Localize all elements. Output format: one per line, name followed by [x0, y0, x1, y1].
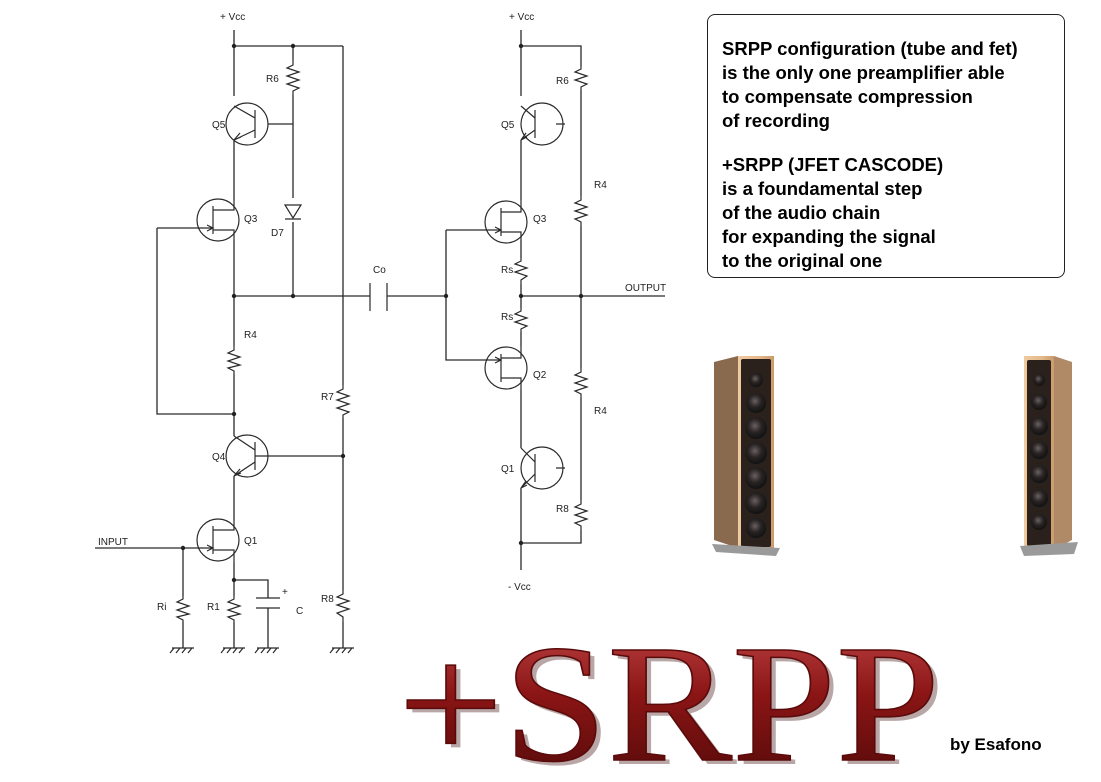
vcc-right-label: + Vcc — [509, 12, 534, 23]
label-q1-right: Q1 — [501, 464, 515, 475]
label-q5-right: Q5 — [501, 120, 515, 131]
label-q2: Q2 — [533, 370, 547, 381]
note-line: SRPP configuration (tube and fet) — [722, 38, 1018, 59]
description-box: SRPP configuration (tube and fet) is the… — [707, 14, 1065, 278]
note-line: of the audio chain — [722, 202, 881, 223]
label-r4-left: R4 — [244, 330, 257, 341]
label-co: Co — [373, 265, 386, 276]
speaker-right — [1020, 356, 1078, 556]
label-r8-right: R8 — [556, 504, 569, 515]
label-q3-right: Q3 — [533, 214, 547, 225]
label-ri: Ri — [157, 602, 166, 613]
note-line: to compensate compression — [722, 86, 973, 107]
label-d7: D7 — [271, 228, 284, 239]
speaker-left — [712, 356, 780, 556]
label-c: C — [296, 606, 303, 617]
schematic-labels: + Vcc + Vcc - Vcc INPUT OUTPUT R6 Q5 Q3 … — [98, 12, 666, 617]
label-q5-left: Q5 — [212, 120, 226, 131]
coupling-capacitor — [369, 283, 388, 311]
vcc-neg-label: - Vcc — [508, 582, 531, 593]
label-r8-left: R8 — [321, 594, 334, 605]
vcc-left-label: + Vcc — [220, 12, 245, 23]
label-r7: R7 — [321, 392, 334, 403]
output-label: OUTPUT — [625, 283, 666, 294]
left-circuit — [95, 30, 446, 654]
note-line: +SRPP (JFET CASCODE) — [722, 154, 944, 175]
input-label: INPUT — [98, 537, 128, 548]
logo-shadow: +SRPP — [403, 615, 945, 782]
note-line: of recording — [722, 110, 830, 131]
note-line: to the original one — [722, 250, 883, 271]
right-circuit — [443, 30, 665, 570]
label-r4-right-top: R4 — [594, 180, 607, 191]
note-line: is the only one preamplifier able — [722, 62, 1005, 83]
note-line: is a foundamental step — [722, 178, 923, 199]
label-q3-left: Q3 — [244, 214, 258, 225]
label-plus: + — [282, 587, 288, 598]
srpp-logo: +SRPP +SRPP — [397, 610, 945, 782]
author-credit: by Esafono — [950, 735, 1042, 754]
label-r6-right: R6 — [556, 76, 569, 87]
logo-text: +SRPP — [398, 611, 940, 782]
label-r6-left: R6 — [266, 74, 279, 85]
label-rs-bottom: Rs — [501, 312, 513, 323]
note-line: for expanding the signal — [722, 226, 936, 247]
label-r4-right-bottom: R4 — [594, 406, 607, 417]
label-r1: R1 — [207, 602, 220, 613]
label-q4: Q4 — [212, 452, 226, 463]
label-q1-left: Q1 — [244, 536, 258, 547]
label-rs-top: Rs — [501, 265, 513, 276]
